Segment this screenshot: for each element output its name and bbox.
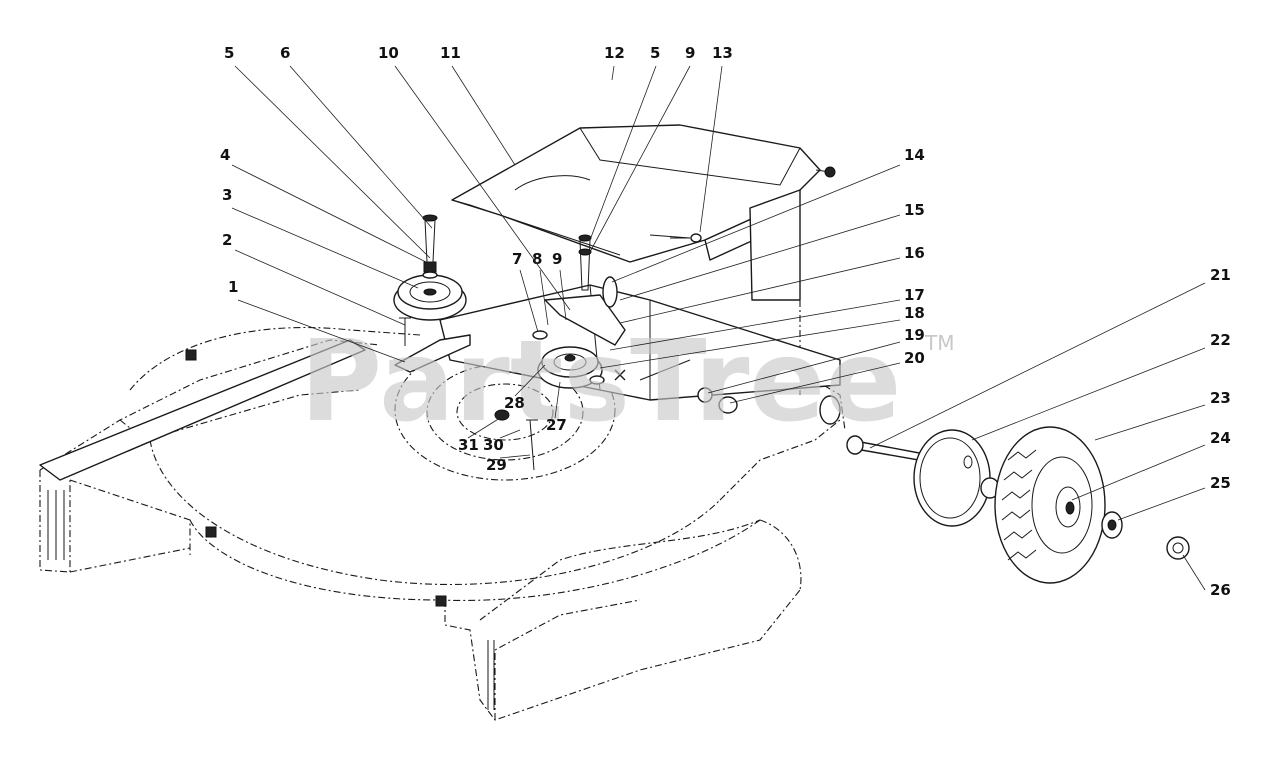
callout-label-c22: 22	[1210, 331, 1231, 349]
callout-label-c25: 25	[1210, 474, 1231, 492]
callout-leader-c16	[619, 257, 901, 324]
callout-leader-c13	[699, 65, 723, 233]
callout-label-c9a: 9	[552, 250, 562, 268]
callout-leader-c12	[611, 65, 615, 81]
callout-leader-c19	[707, 341, 901, 394]
watermark-text: PartsTree	[300, 317, 901, 447]
wheel-assembly	[846, 426, 1190, 584]
callout-leader-c29	[499, 454, 531, 459]
callout-leader-c23	[1094, 404, 1206, 441]
callout-label-c11: 11	[440, 44, 461, 62]
callout-label-c16: 16	[904, 244, 925, 262]
callout-label-c6: 6	[280, 44, 290, 62]
callout-leader-c24	[1071, 444, 1206, 501]
callout-leader-c4	[231, 164, 427, 263]
callout-label-c28: 28	[504, 394, 525, 412]
callout-leader-c11	[451, 65, 516, 166]
callout-leader-c2	[234, 249, 406, 326]
callout-leader-c10	[394, 65, 571, 311]
callout-label-c3: 3	[222, 186, 232, 204]
callout-label-c21: 21	[1210, 266, 1231, 284]
callout-label-c31: 31	[458, 436, 479, 454]
callout-leader-c5b	[589, 65, 657, 241]
callout-leader-c27	[554, 381, 561, 419]
callout-leader-c1	[237, 299, 406, 363]
callout-leader-c21	[869, 282, 1206, 449]
callout-label-c10: 10	[378, 44, 399, 62]
callout-leader-c22	[971, 347, 1206, 441]
callout-label-c4: 4	[220, 146, 230, 164]
cover-screws	[670, 166, 836, 239]
callout-leader-c5a	[234, 65, 431, 259]
callout-label-c9b: 9	[685, 44, 695, 62]
callout-label-c20: 20	[904, 349, 925, 367]
callout-leader-c31	[467, 417, 501, 439]
callout-label-c14: 14	[904, 146, 925, 164]
callout-label-c5a: 5	[224, 44, 234, 62]
callout-leader-c9b	[589, 65, 691, 253]
callout-label-c29: 29	[486, 456, 507, 474]
callout-label-c19: 19	[904, 326, 925, 344]
callout-leader-c7	[519, 269, 539, 333]
partstree-watermark: PartsTree TM	[300, 317, 954, 447]
idler-pulley	[494, 233, 738, 471]
callout-label-c26: 26	[1210, 581, 1231, 599]
callout-label-c23: 23	[1210, 389, 1231, 407]
belt-cover	[451, 124, 821, 301]
callout-leader-c30	[499, 429, 521, 439]
callout-label-c17: 17	[904, 286, 925, 304]
callout-label-c13: 13	[712, 44, 733, 62]
drive-pulley	[393, 214, 471, 373]
callout-leader-c9a	[559, 269, 567, 321]
callout-label-c24: 24	[1210, 429, 1231, 447]
callout-leader-c17	[609, 299, 901, 351]
callout-leader-c26	[1182, 554, 1206, 591]
callout-leader-c6	[289, 65, 433, 229]
callout-leader-c28	[514, 364, 546, 397]
callout-label-c30: 30	[483, 436, 504, 454]
callout-label-c15: 15	[904, 201, 925, 219]
callout-leader-c3	[231, 207, 419, 289]
callout-leader-c20	[729, 362, 901, 404]
callout-leader-c8	[539, 269, 549, 326]
callout-label-c18: 18	[904, 304, 925, 322]
callout-label-c12: 12	[604, 44, 625, 62]
callout-leader-c25	[1117, 487, 1206, 521]
callout-label-c5b: 5	[650, 44, 660, 62]
callout-leader-c18	[599, 319, 901, 369]
callout-label-c27: 27	[546, 416, 567, 434]
callout-leader-c15	[619, 214, 901, 301]
callout-label-c1: 1	[228, 278, 238, 296]
watermark-trademark: TM	[924, 331, 954, 355]
callout-leader-c14	[611, 164, 901, 283]
callout-label-c2: 2	[222, 231, 232, 249]
callout-label-c8: 8	[532, 250, 542, 268]
callout-label-c7: 7	[512, 250, 522, 268]
